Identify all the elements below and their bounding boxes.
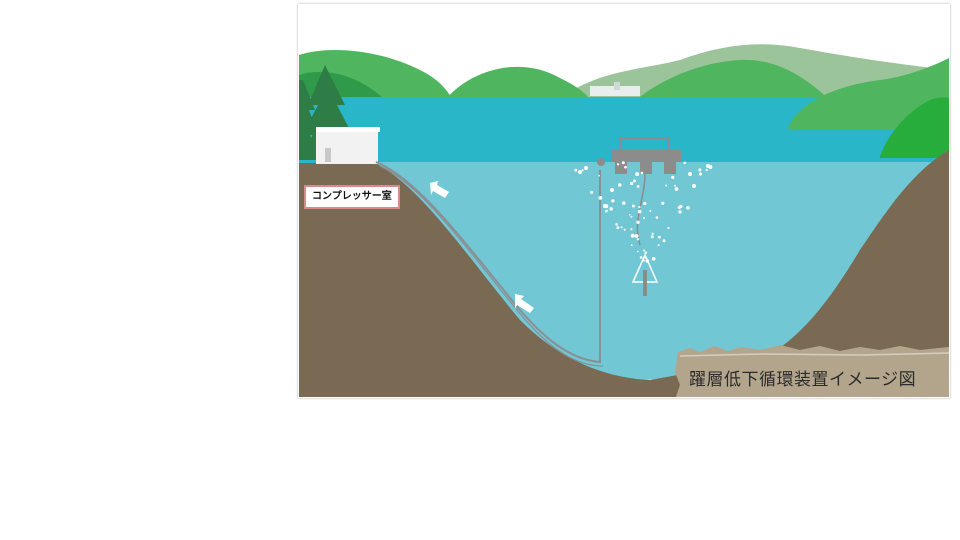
air-bubble (698, 168, 702, 172)
air-bubble (662, 239, 666, 243)
air-bubble (618, 183, 622, 187)
air-bubble (584, 166, 588, 170)
air-bubble (651, 256, 656, 261)
air-bubble (623, 228, 626, 231)
air-bubble (609, 207, 613, 211)
air-bubble (598, 174, 600, 177)
air-bubble (673, 184, 676, 187)
air-bubble (629, 181, 634, 186)
air-bubble (602, 204, 607, 208)
air-bubble (644, 257, 647, 259)
air-bubble (698, 172, 703, 176)
air-bubble (610, 188, 614, 192)
air-pipe (375, 161, 601, 364)
flow-arrow-icon (430, 181, 449, 198)
hill-right (788, 58, 949, 130)
air-bubble (605, 209, 609, 213)
air-bubble-icon (574, 161, 713, 263)
air-bubble (658, 235, 661, 239)
air-bubble (633, 179, 636, 183)
ground (299, 150, 949, 397)
air-bubble (637, 209, 642, 214)
air-bubble (674, 187, 679, 191)
air-bubble (706, 164, 710, 168)
air-bubble (598, 196, 603, 200)
air-bubble (621, 161, 625, 165)
air-bubble (678, 210, 682, 214)
air-bubble (667, 226, 670, 230)
air-bubble (640, 171, 644, 175)
deep-water (370, 162, 949, 380)
air-bubble (661, 201, 665, 205)
air-bubble (665, 184, 668, 187)
air-bubble (636, 250, 639, 253)
air-bubble (635, 172, 640, 177)
flow-arrow-icon (515, 294, 534, 313)
hill-bright-right (880, 97, 949, 158)
air-bubble (705, 168, 708, 172)
air-bubble (639, 256, 643, 259)
air-bubble (578, 170, 582, 174)
air-bubble (671, 175, 675, 180)
air-bubble (616, 226, 620, 230)
air-bubble (581, 169, 584, 172)
diagram-caption: 躍層低下循環装置イメージ図 (689, 370, 917, 390)
air-bubble (616, 163, 620, 166)
air-bubble (649, 210, 652, 212)
air-bubble (630, 244, 633, 246)
dam-tower (614, 82, 620, 90)
air-bubble (611, 199, 615, 203)
air-bubble (630, 228, 633, 231)
air-bubble (636, 238, 640, 241)
air-bubble (615, 223, 618, 226)
air-bubble (646, 260, 649, 262)
air-bubble (642, 216, 646, 220)
air-bubble (620, 226, 623, 229)
air-bubble (638, 205, 641, 209)
air-bubble (590, 190, 594, 194)
air-bubble (651, 232, 654, 235)
air-bubble (650, 235, 654, 239)
air-bubble (655, 216, 659, 219)
air-bubble (574, 168, 578, 172)
air-bubble (643, 201, 647, 206)
air-bubble (686, 205, 690, 210)
air-bubble (624, 165, 627, 169)
pipe-float (597, 158, 605, 166)
air-pipe-inner (379, 165, 604, 367)
air-bubble (636, 220, 640, 225)
dam (590, 86, 640, 96)
air-bubble (642, 259, 646, 262)
air-bubble (634, 233, 639, 238)
air-bubble (644, 251, 648, 254)
air-bubble (692, 184, 696, 188)
air-bubble (628, 213, 631, 216)
compressor-building (316, 127, 380, 164)
air-bubble (636, 184, 640, 188)
air-bubble (657, 244, 660, 247)
air-bubble (688, 172, 692, 176)
air-bubble (643, 249, 646, 252)
air-bubble (630, 215, 633, 218)
air-bubble (683, 161, 687, 165)
air-bubble (622, 201, 626, 205)
air-bubble (679, 204, 683, 209)
air-bubble (630, 233, 635, 238)
compressor-room-label: コンプレッサー室 (304, 185, 400, 209)
air-bubble (631, 204, 635, 208)
